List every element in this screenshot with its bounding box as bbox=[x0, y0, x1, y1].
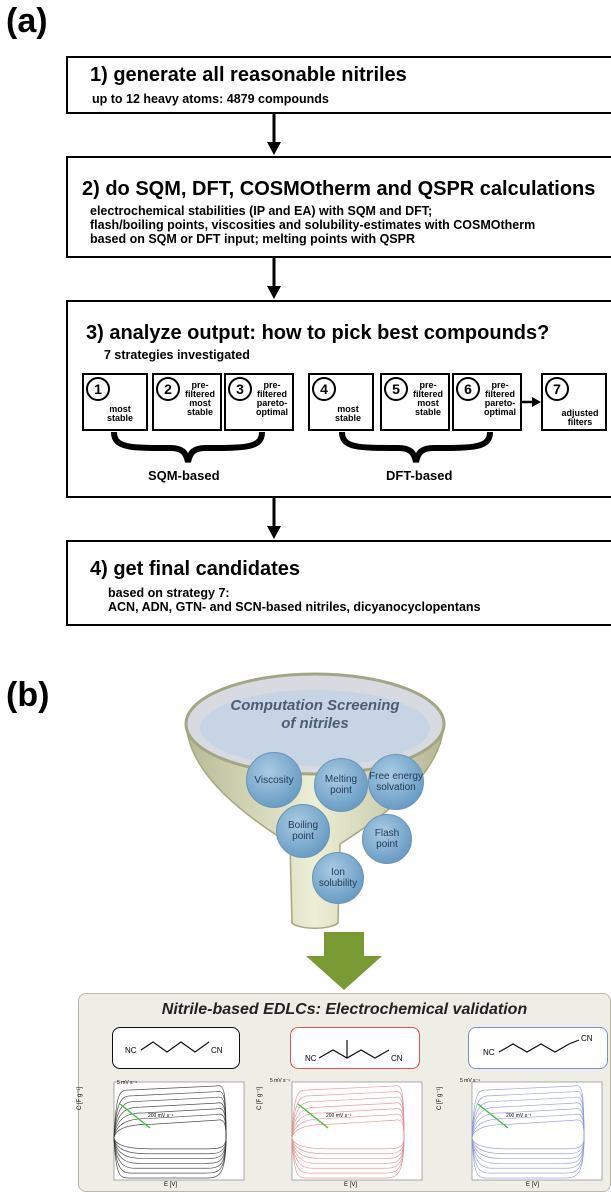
strategy-6: 6 pre- filtered pareto- optimal bbox=[452, 373, 522, 431]
strategy-5-number: 5 bbox=[384, 377, 408, 401]
strategy-2: 2 pre- filtered most stable bbox=[152, 373, 222, 431]
molecule-mgn-structure bbox=[318, 1040, 390, 1059]
strategy-2-number: 2 bbox=[156, 377, 180, 401]
strategy-6-label: pre- filtered pareto- optimal bbox=[483, 380, 516, 417]
funnel-title: Computation Screening of nitriles bbox=[230, 697, 400, 732]
bubble-viscosity: Viscosity bbox=[246, 752, 302, 808]
cv-plot-3 bbox=[471, 1081, 603, 1181]
step1-box: 1) generate all reasonable nitriles up t… bbox=[66, 56, 611, 114]
strategy-1-label: most stable bbox=[106, 404, 133, 423]
plot3-xlabel: E [V] bbox=[526, 1182, 540, 1188]
plot2-rate-low: 5 mV s⁻¹ bbox=[270, 1078, 290, 1084]
molecule-pmn-nc: NC bbox=[483, 1048, 495, 1057]
molecule-adn-structure bbox=[140, 1041, 210, 1053]
strategy-6-number: 6 bbox=[456, 377, 480, 401]
cv-plot-2-curve-7 bbox=[291, 1085, 405, 1179]
plot1-ylabel: C [F g⁻¹] bbox=[77, 1086, 83, 1110]
molecule-adn-nc: NC bbox=[125, 1046, 137, 1055]
bubble-melting-point: Melting point bbox=[314, 758, 368, 812]
strategy-3-number: 3 bbox=[228, 377, 252, 401]
green-down-arrow bbox=[306, 932, 382, 990]
strategy-3-label: pre- filtered pareto- optimal bbox=[255, 380, 288, 417]
strategy-7-label: adjusted filters bbox=[561, 408, 599, 427]
step2-box: 2) do SQM, DFT, COSMOtherm and QSPR calc… bbox=[66, 156, 611, 258]
plot2-ylabel: C [F g⁻¹] bbox=[257, 1086, 263, 1110]
strategy-4: 4 most stable bbox=[308, 373, 374, 431]
panel-a-label: (a) bbox=[6, 2, 48, 40]
strategy-1: 1 most stable bbox=[82, 373, 148, 431]
molecule-pmn-structure bbox=[498, 1039, 580, 1053]
cv-plot-3-curve-7 bbox=[471, 1085, 585, 1179]
cv-plot-1-curve-7 bbox=[113, 1085, 227, 1179]
dft-brace bbox=[339, 431, 493, 463]
strategy-4-number: 4 bbox=[312, 377, 336, 401]
strategy-5-label: pre- filtered most stable bbox=[412, 380, 443, 417]
molecule-pmn-box: NC CN bbox=[468, 1027, 608, 1069]
step3-title: 3) analyze output: how to pick best comp… bbox=[86, 322, 550, 344]
bubble-ion-solubility: Ion solubility bbox=[312, 852, 364, 904]
strategy-1-number: 1 bbox=[86, 377, 110, 401]
step4-line-2: ACN, ADN, GTN- and SCN-based nitriles, d… bbox=[108, 600, 481, 614]
molecule-adn-box: NC CN bbox=[112, 1027, 240, 1069]
cv-plot-3-rate-arrow bbox=[477, 1103, 509, 1129]
plot2-xlabel: E [V] bbox=[344, 1182, 358, 1188]
molecule-mgn-nc: NC bbox=[305, 1054, 317, 1063]
step3-subtitle: 7 strategies investigated bbox=[104, 348, 250, 362]
step1-line: up to 12 heavy atoms: 4879 compounds bbox=[92, 92, 329, 106]
plot1-rate-high: 200 mV s⁻¹ bbox=[148, 1113, 174, 1119]
arrow-6-7 bbox=[522, 397, 541, 407]
molecule-adn-cn: CN bbox=[211, 1046, 223, 1055]
sqm-brace bbox=[111, 431, 265, 463]
strategy-7-number: 7 bbox=[545, 377, 569, 401]
plot1-rate-low: 5 mV s⁻¹ bbox=[117, 1080, 137, 1086]
step2-line-3: based on SQM or DFT input; melting point… bbox=[90, 232, 415, 246]
validation-title: Nitrile-based EDLCs: Electrochemical val… bbox=[161, 1001, 528, 1018]
cv-plot-1 bbox=[113, 1081, 245, 1181]
step2-line-2: flash/boiling points, viscosities and so… bbox=[90, 218, 536, 232]
cv-plot-2 bbox=[291, 1081, 423, 1181]
arrow-1-2 bbox=[267, 114, 281, 155]
strategy-7: 7 adjusted filters bbox=[541, 373, 607, 431]
plot3-rate-low: 5 mV s⁻¹ bbox=[460, 1078, 480, 1084]
cv-plot-2-rate-arrow bbox=[297, 1103, 329, 1129]
strategy-4-label: most stable bbox=[334, 404, 361, 423]
strategy-5: 5 pre- filtered most stable bbox=[380, 373, 450, 431]
molecule-mgn-box: NC CN bbox=[290, 1027, 420, 1069]
arrow-3-4 bbox=[267, 498, 281, 539]
step4-line-1: based on strategy 7: bbox=[108, 586, 230, 600]
step2-title: 2) do SQM, DFT, COSMOtherm and QSPR calc… bbox=[82, 178, 596, 200]
step4-title: 4) get final candidates bbox=[90, 558, 301, 580]
step2-line-1: electrochemical stabilities (IP and EA) … bbox=[90, 204, 433, 218]
plot2-rate-high: 200 mV s⁻¹ bbox=[326, 1113, 352, 1119]
dft-group-label: DFT-based bbox=[386, 468, 453, 483]
step4-box: 4) get final candidates based on strateg… bbox=[66, 540, 611, 626]
molecule-mgn-cn: CN bbox=[391, 1054, 403, 1063]
cv-plot-1-rate-arrow bbox=[119, 1103, 151, 1129]
sqm-group-label: SQM-based bbox=[148, 468, 220, 483]
plot3-rate-high: 200 mV s⁻¹ bbox=[506, 1113, 532, 1119]
bubble-free-energy-solvation: Free energy solvation bbox=[368, 754, 424, 810]
panel-b-label: (b) bbox=[6, 676, 50, 714]
molecule-pmn-cn: CN bbox=[581, 1034, 593, 1043]
bubble-flash-point: Flash point bbox=[362, 814, 412, 864]
strategy-2-label: pre- filtered most stable bbox=[184, 380, 215, 417]
arrow-2-3 bbox=[267, 258, 281, 299]
plot1-xlabel: E [V] bbox=[164, 1182, 178, 1188]
plot3-ylabel: C [F g⁻¹] bbox=[437, 1086, 443, 1110]
bubble-boiling-point: Boiling point bbox=[276, 804, 330, 858]
strategy-3: 3 pre- filtered pareto- optimal bbox=[224, 373, 294, 431]
step1-title: 1) generate all reasonable nitriles bbox=[90, 64, 407, 86]
